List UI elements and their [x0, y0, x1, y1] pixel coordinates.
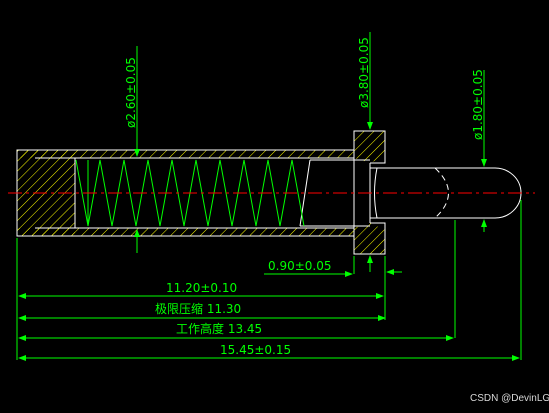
plunger-shoulder — [374, 167, 378, 219]
plunger-diameter-label: ø1.80±0.05 — [471, 69, 485, 140]
limit-compression-label: 极限压缩 11.30 — [155, 301, 241, 316]
collar-diameter-label: ø3.80±0.05 — [357, 37, 371, 108]
body-diameter-label: ø2.60±0.05 — [124, 57, 138, 128]
collar-thickness-label: 0.90±0.05 — [268, 259, 332, 273]
dimension-lines — [16, 32, 522, 361]
collar-outline — [353, 130, 386, 164]
barrel-bottom-wall-hatch — [17, 228, 354, 236]
pin-body — [16, 130, 522, 255]
collar-top-hatch — [354, 131, 385, 163]
plunger-hidden-arc — [434, 167, 449, 219]
barrel-length-label: 11.20±0.10 — [166, 281, 237, 295]
collar-outline-bottom — [353, 222, 386, 255]
working-height-label: 工作高度 13.45 — [176, 321, 262, 336]
collar-bottom-hatch — [354, 223, 385, 254]
watermark: CSDN @DevinLGT — [470, 393, 549, 404]
total-length-label: 15.45±0.15 — [220, 343, 291, 357]
barrel-top-wall-hatch — [17, 150, 354, 158]
